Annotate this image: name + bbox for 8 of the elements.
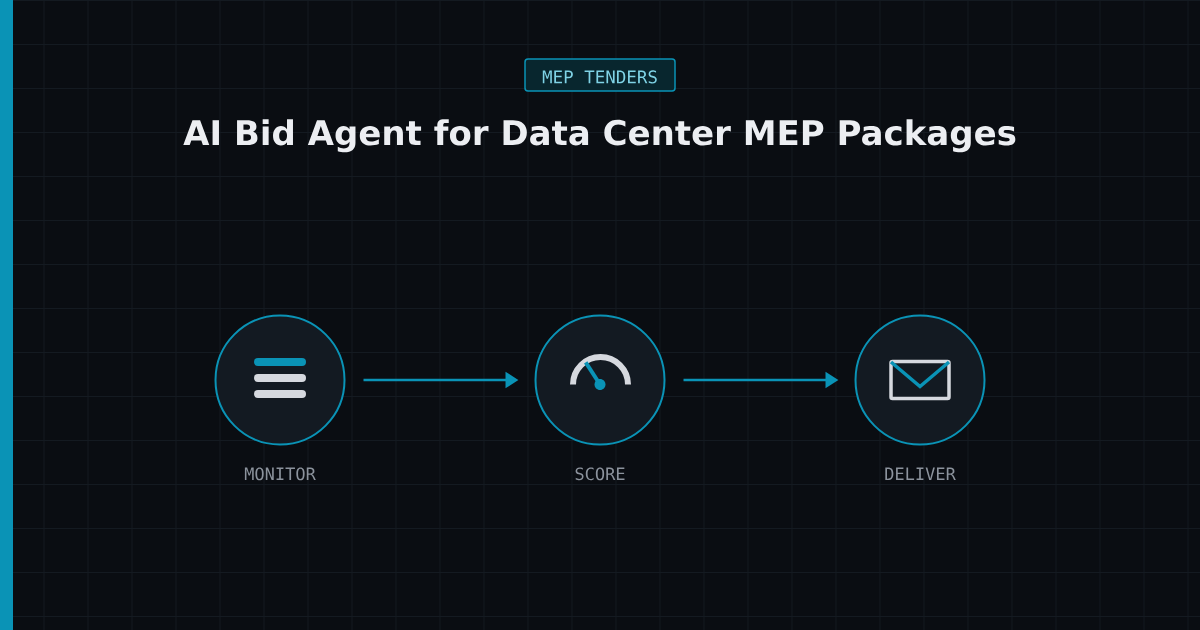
step-circle [534, 314, 666, 446]
title: AI Bid Agent for Data Center MEP Packages [183, 119, 1016, 153]
step-circle [214, 314, 346, 446]
step-circle [854, 314, 986, 446]
step-label: SCORE [575, 467, 625, 481]
step-label: MONITOR [244, 467, 316, 481]
tag-badge: MEP TENDERS [524, 58, 676, 92]
step-label: DELIVER [885, 467, 956, 480]
